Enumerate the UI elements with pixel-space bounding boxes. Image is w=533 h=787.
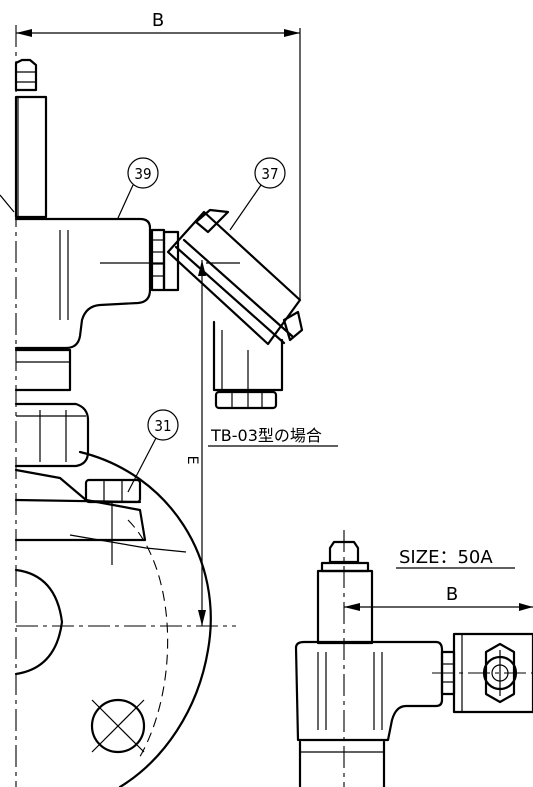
callout-31-label: 31 — [154, 417, 171, 435]
callout-37-label: 37 — [261, 165, 278, 183]
valve-lower-section — [14, 348, 187, 553]
valve-body — [14, 217, 165, 350]
union-fitting — [150, 228, 180, 292]
valve-stem — [14, 58, 48, 219]
dimension-b-top: B — [16, 10, 301, 300]
dimension-b-label: B — [152, 10, 164, 31]
dimension-b-detail-label: B — [446, 584, 458, 605]
callout-39: 39 — [117, 157, 159, 219]
dimension-e-label: E — [184, 456, 200, 465]
size-50a-note: SIZE：50A — [396, 547, 515, 569]
port-opening — [14, 568, 64, 676]
size-note-text: SIZE：50A — [399, 547, 493, 568]
bolt-hole — [90, 698, 146, 754]
tb03-note-text: TB-03型の場合 — [210, 426, 322, 445]
bolt-circle — [127, 519, 169, 761]
tb03-trap — [166, 208, 304, 410]
flange-bolt — [84, 478, 142, 565]
flange-outline — [78, 450, 212, 787]
dimension-b-detail: B — [344, 584, 533, 611]
callout-31: 31 — [127, 409, 179, 493]
dimension-e: E — [184, 260, 206, 626]
callout-39-label: 39 — [134, 165, 151, 183]
tb03-note: TB-03型の場合 — [208, 426, 338, 447]
callout-37: 37 — [229, 157, 286, 231]
